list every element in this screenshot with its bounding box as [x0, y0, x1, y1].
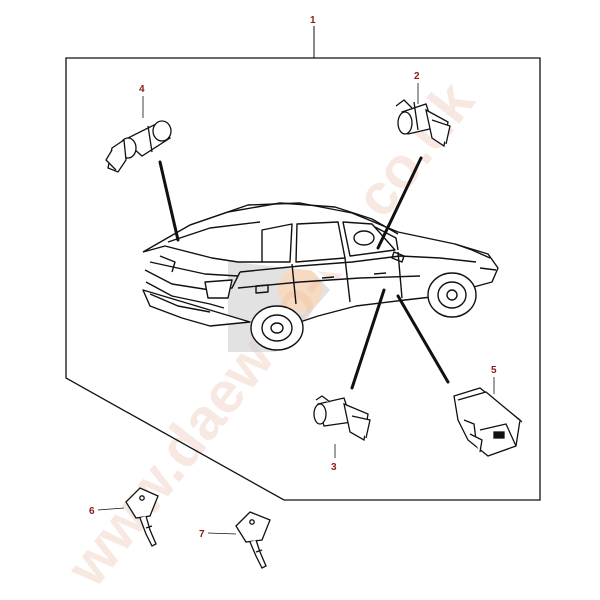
- door-lock-cylinder-lower-part: [313, 395, 371, 442]
- ignition-switch-part: [453, 387, 523, 457]
- door-lock-cylinder-part: [395, 99, 451, 148]
- key-part-7: [235, 511, 271, 569]
- callout-5: 5: [491, 365, 497, 376]
- callout-3: 3: [331, 462, 337, 473]
- trunk-lock-cylinder-part: [105, 120, 172, 173]
- callout-leaders: [97, 83, 495, 535]
- callout-1: 1: [310, 15, 316, 26]
- part-leader-lines: [158, 156, 450, 390]
- callout-2: 2: [414, 71, 420, 82]
- assembly-frame: [65, 57, 541, 501]
- callout-7: 7: [199, 529, 205, 540]
- car-illustration: [142, 202, 499, 327]
- callout-4: 4: [139, 84, 145, 95]
- key-part-6: [125, 487, 159, 547]
- car-wheels: [250, 272, 477, 351]
- callout-6: 6: [89, 506, 95, 517]
